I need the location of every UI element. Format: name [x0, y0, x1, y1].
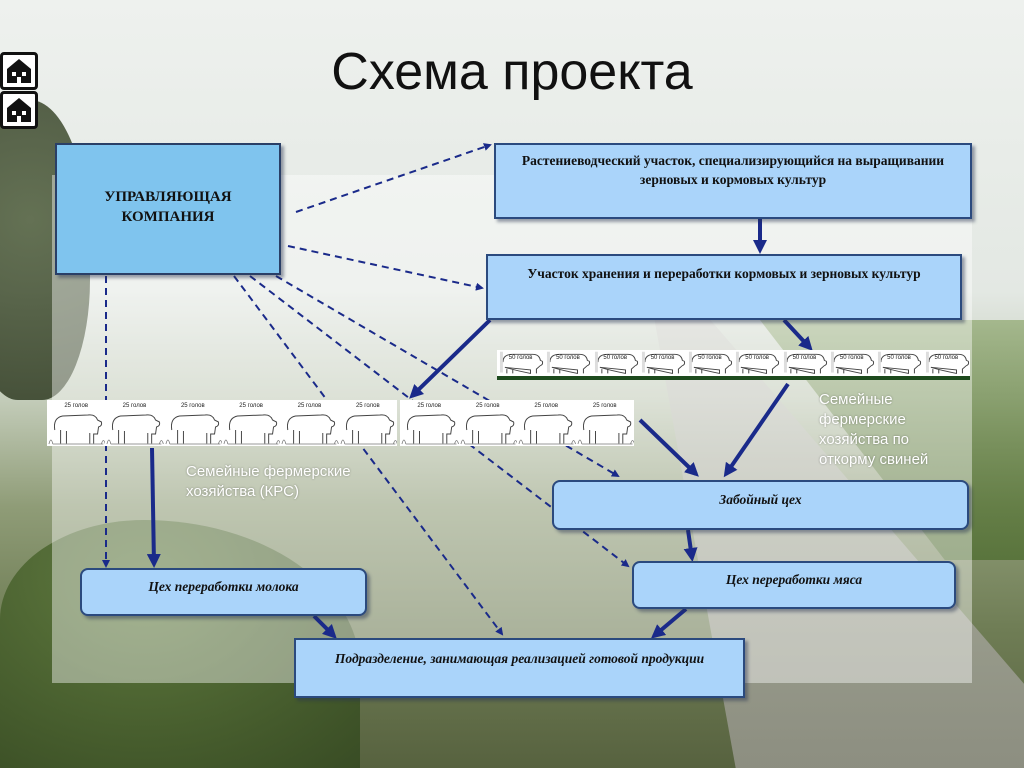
pig-illustration-label: 50 голов: [839, 355, 864, 361]
pig-farms-label: Семейные фермерские хозяйства по откорму…: [819, 391, 929, 468]
pig-illustration: 50 голов: [544, 350, 591, 376]
pig-farms-strip: 50 голов 50 голов 50 голов 50 голов 50 голов…: [497, 350, 970, 380]
cow-illustration: 25 голов: [164, 400, 222, 446]
pig-illustration: 50 голов: [592, 350, 639, 376]
pig-illustration-label: 50 голов: [650, 355, 675, 361]
page-title: Схема проекта: [331, 43, 693, 101]
pig-illustration: 50 голов: [733, 350, 780, 376]
cattle-farms-label: Семейные фермерские хозяйства (КРС): [186, 463, 351, 500]
house-icon: [0, 91, 38, 129]
pig-illustration: 50 голов: [497, 350, 544, 376]
crop-section-box: Растениеводческий участок, специализирую…: [494, 143, 972, 219]
pig-illustration: 50 голов: [875, 350, 922, 376]
management-company-box: УПРАВЛЯЮЩАЯ КОМПАНИЯ: [55, 143, 281, 275]
cow-illustration: 25 голов: [400, 400, 459, 446]
pig-illustration-label: 50 голов: [887, 355, 911, 361]
pig-illustration-label: 50 голов: [556, 355, 580, 361]
cow-illustration-label: 25 голов: [122, 403, 147, 409]
cow-illustration: 25 голов: [459, 400, 517, 446]
cow-illustration: 25 голов: [339, 400, 397, 446]
pig-illustration: 50 голов: [923, 350, 970, 376]
cow-illustration: 25 голов: [517, 400, 576, 446]
cow-illustration: 25 голов: [47, 400, 106, 446]
sales-division-box: Подразделение, занимающая реализацией го…: [294, 638, 745, 698]
slaughterhouse-box: Забойный цех: [552, 480, 969, 530]
cow-illustration: 25 голов: [576, 400, 634, 446]
cow-illustration-label: 25 голов: [355, 403, 380, 409]
cattle-farms-strip-left: 25 голов 25 голов 25 голов 25 голов 25 голов…: [47, 400, 397, 446]
milk-processing-box: Цех переработки молока: [80, 568, 367, 616]
pig-illustration-label: 50 голов: [934, 355, 959, 361]
pig-illustration-label: 50 голов: [745, 355, 769, 361]
cow-illustration-label: 25 голов: [239, 403, 263, 409]
pig-illustration-label: 50 голов: [603, 355, 628, 361]
pig-illustration: 50 голов: [828, 350, 875, 376]
cow-illustration-label: 25 голов: [417, 403, 442, 409]
pig-illustration: 50 голов: [781, 350, 828, 376]
pig-illustration: 50 голов: [686, 350, 733, 376]
cow-illustration-label: 25 голов: [592, 403, 617, 409]
cow-illustration-label: 25 голов: [64, 403, 89, 409]
cow-illustration: 25 голов: [222, 400, 281, 446]
storage-section-box: Участок хранения и переработки кормовых …: [486, 254, 962, 320]
pig-illustration-label: 50 голов: [508, 355, 533, 361]
cow-illustration-label: 25 голов: [475, 403, 500, 409]
pig-illustration-label: 50 голов: [697, 355, 722, 361]
pig-illustration-label: 50 голов: [792, 355, 817, 361]
cow-illustration-label: 25 голов: [534, 403, 559, 409]
cow-illustration-label: 25 голов: [180, 403, 205, 409]
pig-illustration: 50 голов: [639, 350, 686, 376]
house-icon: [0, 52, 38, 90]
meat-processing-box: Цех переработки мяса: [632, 561, 956, 609]
cow-illustration: 25 голов: [105, 400, 164, 446]
cow-illustration-label: 25 голов: [297, 403, 322, 409]
cow-illustration: 25 голов: [280, 400, 339, 446]
cattle-farms-strip-right: 25 голов 25 голов 25 голов 25 голов: [400, 400, 634, 446]
